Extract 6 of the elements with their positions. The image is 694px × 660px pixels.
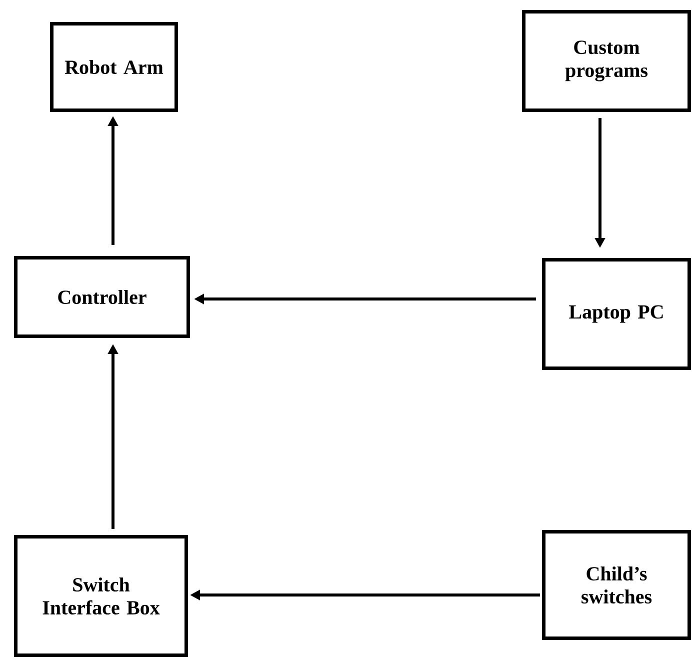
process-box: Robot Arm <box>50 22 178 112</box>
process-box: Custom programs <box>522 10 691 112</box>
process-box: Child’s switches <box>542 530 691 640</box>
process-box: Laptop PC <box>542 258 691 370</box>
process-box: Switch Interface Box <box>14 534 188 657</box>
process-box: Controller <box>14 256 190 338</box>
